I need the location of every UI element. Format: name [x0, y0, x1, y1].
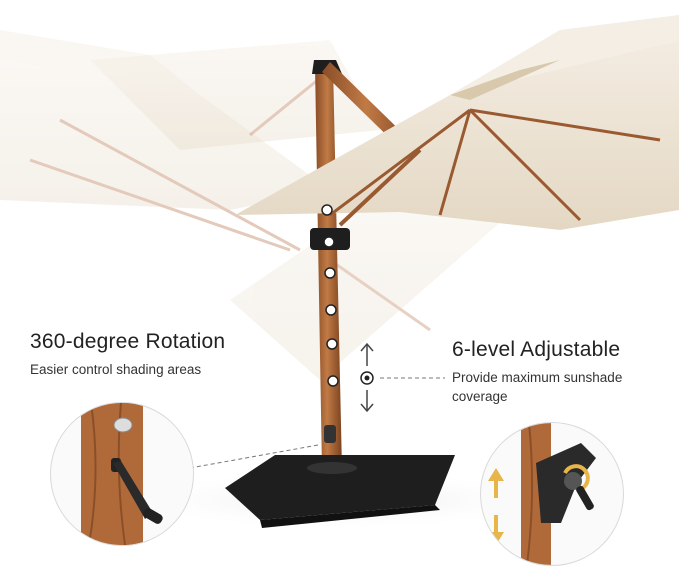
umbrella-base — [225, 455, 455, 528]
brand-badge-icon — [113, 417, 133, 433]
adjustable-subtitle-line2: coverage — [452, 389, 508, 404]
adjustable-title: 6-level Adjustable — [452, 338, 621, 361]
rotation-feature: 360-degree Rotation Easier control shadi… — [30, 330, 280, 379]
adjustable-subtitle-line1: Provide maximum sunshade — [452, 370, 623, 385]
rotate-arrow-icon — [563, 464, 590, 491]
rotation-title: 360-degree Rotation — [30, 330, 226, 353]
adjust-indicator — [360, 342, 445, 413]
adjustable-feature: 6-level Adjustable Provide maximum sunsh… — [452, 338, 672, 406]
crank-socket — [324, 425, 336, 443]
adjustable-subtitle: Provide maximum sunshade coverage — [452, 368, 672, 406]
crank-handle-icon — [113, 461, 153, 519]
rotation-subtitle: Easier control shading areas — [30, 362, 202, 377]
tilt-detail-inset — [480, 422, 624, 566]
crank-detail-inset — [50, 402, 194, 546]
crank-detail-image — [81, 403, 163, 545]
tilt-detail-image — [488, 423, 596, 565]
adjustment-holes — [321, 204, 339, 387]
main-canopy — [235, 15, 679, 230]
crank-leader-line — [189, 444, 319, 469]
